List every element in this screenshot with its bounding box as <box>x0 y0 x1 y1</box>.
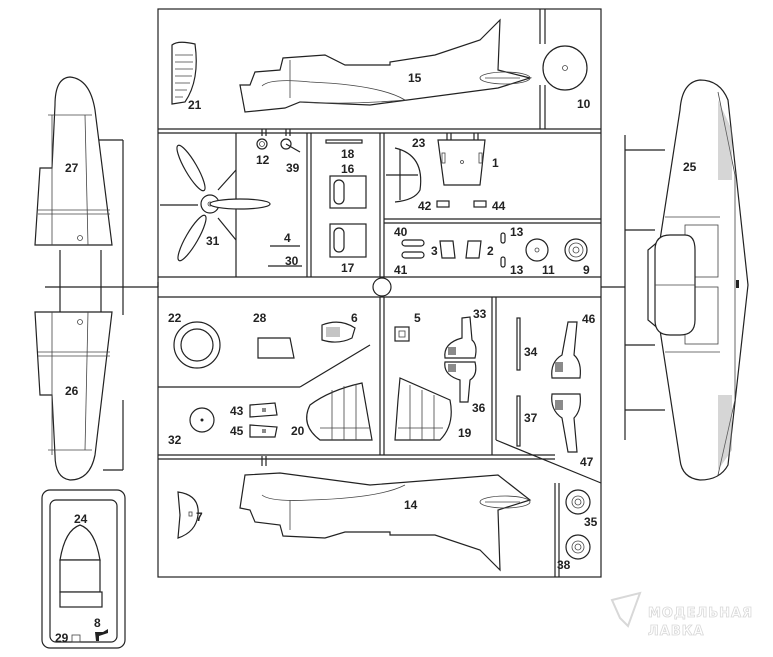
part-11-wheel <box>525 238 549 262</box>
label-31: 31 <box>206 234 220 248</box>
label-3: 3 <box>431 244 438 258</box>
part-1-floor <box>437 139 486 186</box>
label-13-bottom: 13 <box>510 263 524 277</box>
label-12: 12 <box>256 153 270 167</box>
part-32-disc <box>189 407 215 433</box>
label-40: 40 <box>394 225 408 239</box>
label-39: 39 <box>286 161 300 175</box>
part-22-cowl-ring <box>173 321 221 369</box>
part-18-rod <box>325 139 363 144</box>
part-35-wheel <box>565 489 591 515</box>
label-37: 37 <box>524 411 538 425</box>
part-20-tailplane <box>306 382 373 441</box>
label-8: 8 <box>94 616 101 630</box>
part-3-block <box>439 240 456 259</box>
label-35: 35 <box>584 515 598 529</box>
part-19-tailplane <box>394 377 452 441</box>
part-17-panel <box>329 223 367 258</box>
label-34: 34 <box>524 345 538 359</box>
part-6-seat <box>321 321 356 343</box>
part-5-box <box>394 326 410 342</box>
label-46: 46 <box>582 312 596 326</box>
label-19: 19 <box>458 426 472 440</box>
label-28: 28 <box>253 311 267 325</box>
watermark-line1: МОДЕЛЬНАЯ <box>648 606 753 621</box>
label-1: 1 <box>492 156 499 170</box>
label-25: 25 <box>683 160 697 174</box>
watermark: МОДЕЛЬНАЯ ЛАВКА <box>610 591 753 639</box>
label-29: 29 <box>55 631 69 645</box>
left-wing-sprue <box>34 76 159 481</box>
label-11: 11 <box>542 263 555 277</box>
part-31-propeller <box>160 144 271 262</box>
part-7-cowl-front <box>177 491 199 539</box>
label-38: 38 <box>557 558 571 572</box>
label-45: 45 <box>230 424 244 438</box>
part-42-bracket <box>436 200 450 208</box>
label-36: 36 <box>472 401 486 415</box>
label-5: 5 <box>414 311 421 325</box>
label-2: 2 <box>487 244 494 258</box>
label-32: 32 <box>168 433 182 447</box>
part-15-fuselage-half <box>239 18 533 113</box>
label-16: 16 <box>341 162 355 176</box>
part-43-bracket <box>249 402 278 418</box>
part-13-pins <box>500 232 506 268</box>
part-labels: 21 15 10 12 39 18 16 31 4 30 17 23 1 42 … <box>55 71 697 645</box>
part-33-strut-half <box>444 316 477 359</box>
paper-plane-icon <box>610 591 642 628</box>
part-12-washer <box>256 138 268 150</box>
part-23-seat-frame <box>386 147 422 203</box>
label-33: 33 <box>473 307 487 321</box>
label-14: 14 <box>404 498 418 512</box>
label-6: 6 <box>351 311 358 325</box>
part-41-wheel-half <box>401 251 425 259</box>
part-36-strut-half <box>444 361 477 403</box>
part-10-disc <box>542 45 588 91</box>
watermark-line2: ЛАВКА <box>648 624 704 639</box>
label-7: 7 <box>196 510 203 524</box>
part-40-wheel-half <box>401 239 425 247</box>
label-41: 41 <box>394 263 408 277</box>
part-47-gear-door <box>551 393 581 453</box>
part-45-bracket <box>249 424 278 438</box>
part-21-engine-cowl-panel <box>171 41 197 105</box>
part-28-part <box>257 337 295 359</box>
part-46-gear-door <box>551 321 581 379</box>
label-24: 24 <box>74 512 88 526</box>
label-26: 26 <box>65 384 79 398</box>
label-23: 23 <box>412 136 426 150</box>
part-16-panel <box>329 175 367 209</box>
part-37-strut <box>516 395 521 447</box>
label-21: 21 <box>188 98 202 112</box>
label-17: 17 <box>341 261 355 275</box>
label-13-top: 13 <box>510 225 524 239</box>
label-27: 27 <box>65 161 79 175</box>
main-sprue-frame <box>157 8 602 578</box>
label-15: 15 <box>408 71 422 85</box>
label-22: 22 <box>168 311 182 325</box>
clear-parts-sprue <box>41 489 126 649</box>
label-47: 47 <box>580 455 594 469</box>
part-9-wheel <box>564 238 588 262</box>
part-34-strut <box>516 317 521 371</box>
label-43: 43 <box>230 404 244 418</box>
label-9: 9 <box>583 263 590 277</box>
label-18: 18 <box>341 147 355 161</box>
label-44: 44 <box>492 199 506 213</box>
label-30: 30 <box>285 254 299 268</box>
part-2-block <box>465 240 482 259</box>
right-wing-sprue <box>601 79 749 481</box>
label-42: 42 <box>418 199 432 213</box>
label-4: 4 <box>284 231 291 245</box>
label-10: 10 <box>577 97 591 111</box>
part-44-bracket <box>473 200 487 208</box>
label-20: 20 <box>291 424 305 438</box>
part-38-wheel <box>565 534 591 560</box>
part-14-fuselage-half <box>239 472 532 572</box>
part-39-crank <box>280 138 301 153</box>
